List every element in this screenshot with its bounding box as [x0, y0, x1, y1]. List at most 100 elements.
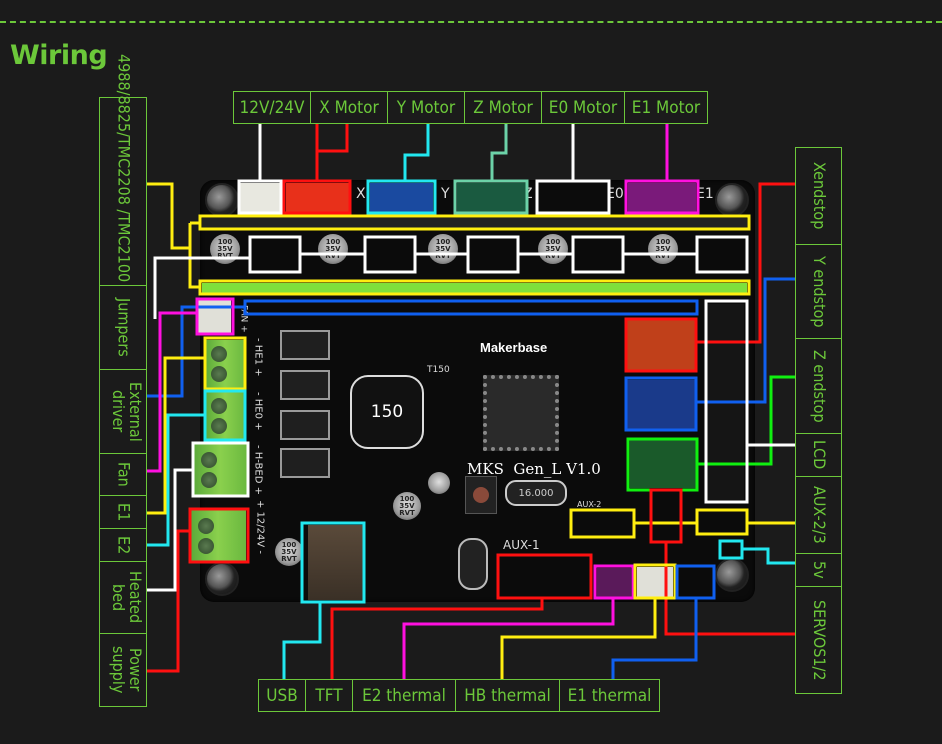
inductor: 150: [350, 375, 424, 449]
e1-thermal-box: [675, 564, 716, 600]
label-aux23: AUX-2/3: [795, 476, 842, 554]
label-power-supply: Power supply: [99, 633, 147, 707]
label-xendstop: Xendstop: [795, 147, 842, 245]
hbed-box: [191, 441, 250, 498]
x-endstop-box: [624, 317, 698, 373]
power-box: [188, 507, 250, 564]
mount-hole: [715, 183, 749, 217]
z-endstop-body: [630, 440, 696, 488]
label-driver: 4988/8825/TMC2208 /TMC2100 driver: [99, 54, 147, 329]
dashed-divider: [0, 21, 942, 23]
t150-label: T150: [427, 365, 450, 375]
brand-logo: Makerbase: [480, 340, 548, 355]
label-e1: E1: [99, 495, 147, 529]
lcd-box: [704, 299, 749, 504]
hbed-mark: - H-BED +: [252, 445, 264, 495]
label-yendstop: Y endstop: [795, 244, 842, 339]
e0-motor-connector-body: [539, 183, 608, 212]
label-xendstop-text: Xendstop: [809, 162, 829, 230]
aux2-label: AUX-2: [577, 500, 602, 509]
driver-header-bottom-box: [198, 279, 751, 296]
he0-terminal: [205, 392, 245, 440]
label-5v-text: 5v: [809, 561, 829, 579]
label-5v: 5v: [795, 553, 842, 587]
y-motor-connector-body: [370, 183, 433, 212]
reset-button: [465, 476, 497, 514]
driver-header-top-box: [198, 214, 751, 231]
label-driver-text: 4988/8825/TMC2208 /TMC2100 driver: [114, 53, 134, 330]
z-motor-box: [453, 179, 529, 215]
label-lcd: LCD: [795, 433, 842, 477]
mosfet: [280, 330, 330, 360]
label-power-supply-text: Power supply: [109, 646, 145, 694]
he1-box: [203, 336, 247, 391]
capacitor: 100 35V RVT: [275, 538, 303, 566]
power-mark: + 12/24V -: [254, 500, 266, 555]
servos-box: [649, 488, 683, 544]
z-endstop-box: [626, 437, 699, 492]
he1-terminal: [205, 340, 245, 388]
label-zendstop-text: Z endstop: [809, 349, 829, 423]
label-yendstop-text: Y endstop: [809, 255, 829, 328]
label-servos-text: SERVOS1/2: [809, 599, 829, 681]
he1-mark: - HE1 +: [252, 338, 264, 377]
y-endstop-box: [624, 376, 698, 432]
e1-motor-box: [624, 179, 700, 215]
board-model: MKS Gen_L V1.0: [467, 460, 601, 478]
motor-mark-e1: E1: [696, 186, 714, 202]
capacitor: 100 35V RVT: [393, 492, 421, 520]
label-e2-thermal: E2 thermal: [352, 679, 456, 712]
label-z-motor: Z Motor: [464, 91, 542, 124]
motor-mark-y: Y: [441, 186, 450, 202]
y-endstop-body: [626, 380, 696, 430]
label-jumpers-text: Jumpers: [114, 298, 134, 357]
label-servos: SERVOS1/2: [795, 586, 842, 694]
label-hb-thermal: HB thermal: [455, 679, 560, 712]
capacitor: [428, 472, 450, 494]
page-title: Wiring: [10, 40, 108, 71]
label-x-motor: X Motor: [310, 91, 388, 124]
mosfet: [280, 448, 330, 478]
label-zendstop: Z endstop: [795, 338, 842, 434]
mount-hole: [715, 558, 749, 592]
label-heated-bed: Heated bed: [99, 561, 147, 634]
mosfet: [280, 410, 330, 440]
label-lcd-text: LCD: [809, 440, 829, 470]
label-tft: TFT: [305, 679, 353, 712]
y-motor-box: [366, 179, 437, 215]
5v-box: [718, 539, 744, 560]
driver-header-green: [202, 283, 747, 293]
x-endstop-body: [626, 320, 696, 370]
usb-box: [300, 521, 366, 604]
e2-thermal-body: [597, 568, 631, 598]
x-motor-box: [282, 179, 352, 215]
label-external-driver: External driver: [99, 369, 147, 454]
label-12v-24v: 12V/24V: [233, 91, 311, 124]
fan-box: [195, 297, 235, 336]
label-e1-motor: E1 Motor: [624, 91, 708, 124]
aux2-box: [569, 508, 636, 539]
usb-port: [308, 525, 364, 600]
crystal-2: [458, 538, 488, 590]
label-e0-motor: E0 Motor: [541, 91, 625, 124]
motor-mark-x: X: [356, 186, 366, 202]
label-aux23-text: AUX-2/3: [809, 486, 829, 544]
label-y-motor: Y Motor: [387, 91, 465, 124]
aux1-label: AUX-1: [503, 538, 540, 552]
e1-motor-connector-body: [628, 183, 696, 212]
label-e1-text: E1: [114, 502, 134, 522]
mks-gen-l-board: 100 35V RVT 100 35V RVT 100 35V RVT 100 …: [200, 180, 755, 602]
e0-motor-box: [535, 179, 611, 215]
label-jumpers: Jumpers: [99, 285, 147, 370]
aux3-box: [695, 508, 749, 536]
he0-mark: - HE0 +: [252, 392, 264, 431]
z-motor-connector-body: [457, 183, 526, 212]
e2-thermal-box: [593, 564, 635, 600]
power-terminal: [190, 510, 246, 562]
he0-box: [203, 389, 247, 442]
x-motor-connector-body: [286, 183, 349, 212]
hbed-terminal: [193, 444, 248, 496]
label-fan: Fan: [99, 453, 147, 496]
label-usb: USB: [258, 679, 306, 712]
